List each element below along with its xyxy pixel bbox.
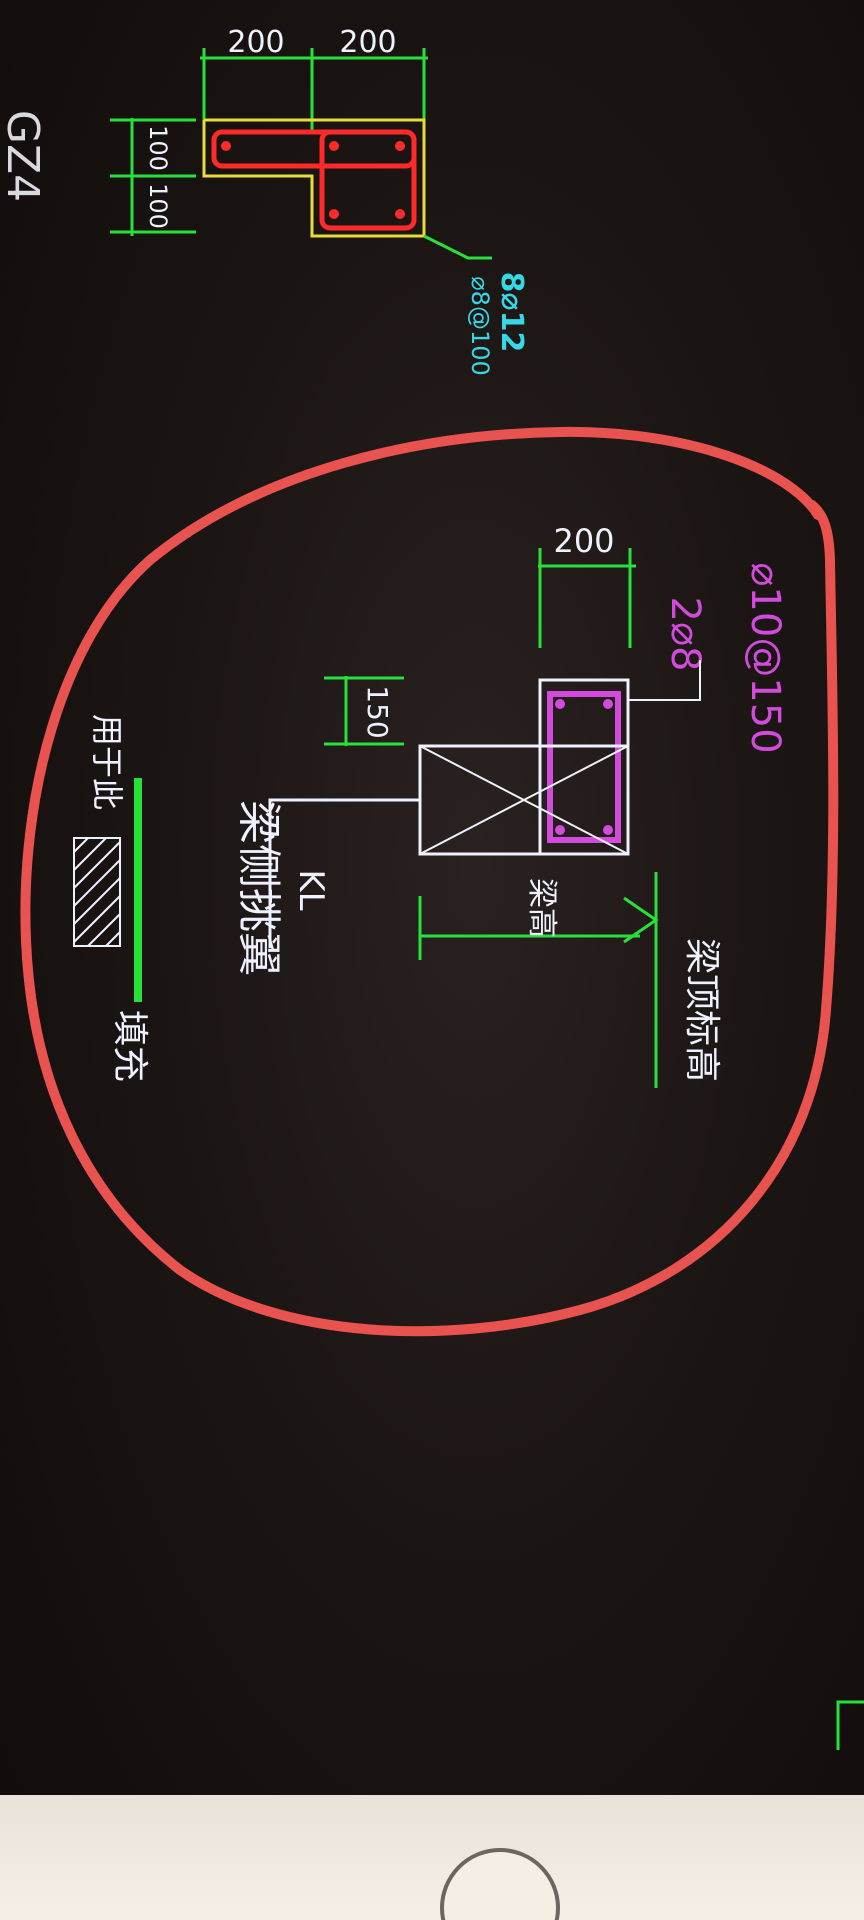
rebar-dot	[329, 209, 339, 219]
dim-side-b: 100	[144, 183, 172, 229]
sheet-label: GZ4	[0, 110, 48, 202]
beam-top-elevation-label: 梁顶标高	[681, 938, 722, 1082]
rebar-callout-line1: 8⌀12	[494, 272, 529, 353]
elevation-triangle	[623, 896, 659, 944]
bar-label: 2⌀8	[662, 597, 708, 672]
rebar-cage-horizontal	[211, 129, 417, 169]
callout-leader	[423, 234, 492, 260]
label-leader	[628, 660, 701, 701]
beam-height-label: 梁高	[524, 878, 559, 938]
offset-dim: 150	[361, 685, 394, 738]
stirrup-bar	[555, 825, 565, 835]
stirrup-label: ⌀10@150	[742, 562, 788, 753]
rebar-callout-line2: ⌀8@100	[466, 276, 494, 376]
rebar-dot	[329, 141, 339, 151]
dim-top-right: 200	[339, 25, 396, 60]
kl-leader	[268, 798, 420, 948]
detail-title: 梁侧挑翼	[233, 800, 284, 976]
legend-note: 用于此	[88, 714, 126, 810]
stirrup-bar	[555, 699, 565, 709]
wing-width-dim: 200	[553, 522, 614, 560]
cantilever-detail: 200 ⌀10@150 2⌀8 150 KL	[73, 522, 788, 1088]
legend-fill-label: 填充	[109, 1010, 150, 1082]
stirrup-bar	[603, 699, 613, 709]
rebar-dot	[395, 209, 405, 219]
corner-mark	[836, 1700, 864, 1750]
highlight-loop	[20, 426, 839, 1337]
wing-outline	[538, 678, 630, 856]
dim-side-a: 100	[144, 125, 172, 171]
beam-cross-2	[419, 745, 629, 855]
section-detail: 200 200 100 100 8⌀12 ⌀8@100 GZ4	[0, 25, 529, 376]
dim-top-left: 200	[227, 25, 284, 60]
beam-tag: KL	[291, 869, 331, 910]
rebar-cage-vertical	[319, 129, 417, 231]
wing-stirrup	[547, 691, 621, 843]
legend-hatch-swatch	[73, 837, 121, 947]
stirrup-bar	[603, 825, 613, 835]
section-outline	[202, 118, 426, 238]
rebar-dot	[395, 141, 405, 151]
rebar-dot	[221, 141, 231, 151]
device-bezel	[0, 1795, 864, 1920]
